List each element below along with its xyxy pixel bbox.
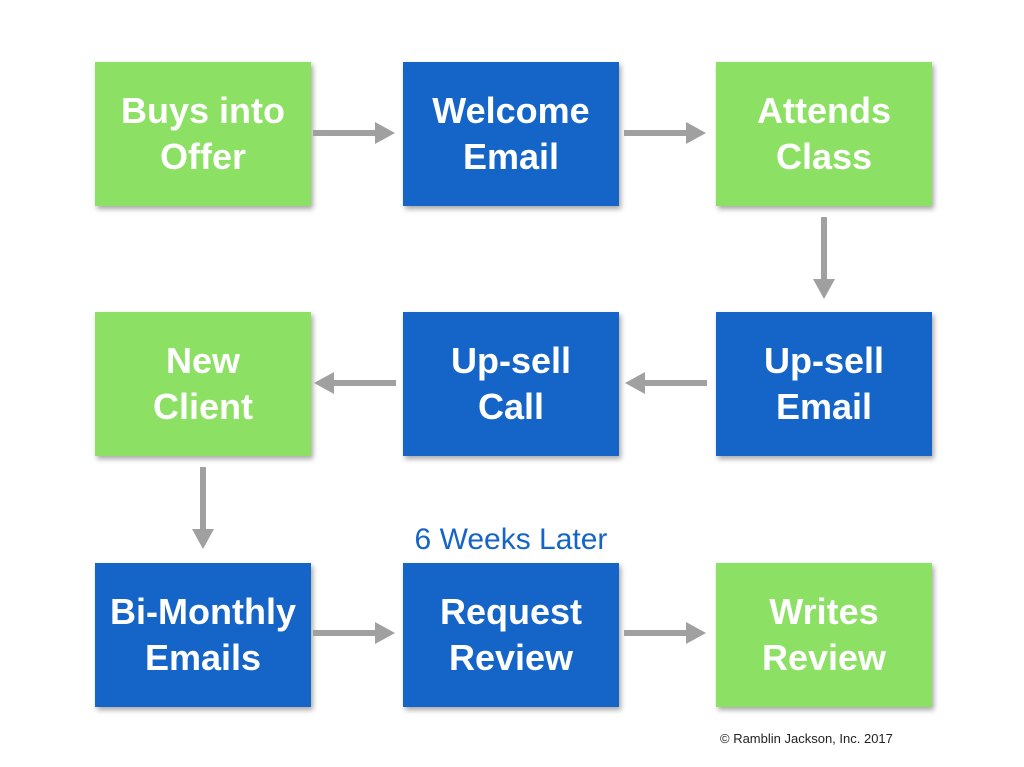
node-new-client: New Client: [95, 312, 311, 456]
node-buys-into-offer: Buys into Offer: [95, 62, 311, 206]
node-label: Writes Review: [761, 591, 887, 678]
node-label: New Client: [152, 340, 253, 427]
copyright-notice: © Ramblin Jackson, Inc. 2017: [720, 731, 893, 746]
node-label: Welcome Email: [432, 90, 590, 177]
node-upsell-email: Up-sell Email: [716, 312, 932, 456]
node-upsell-call: Up-sell Call: [403, 312, 619, 456]
delay-annotation: 6 Weeks Later: [414, 523, 608, 556]
arrow-right-icon: [313, 621, 395, 645]
node-attends-class: Attends Class: [716, 62, 932, 206]
arrow-right-icon: [313, 121, 395, 145]
arrow-right-icon: [624, 621, 706, 645]
arrow-left-icon: [625, 371, 707, 395]
node-request-review: Request Review: [403, 563, 619, 707]
node-label: Up-sell Call: [450, 340, 572, 427]
node-bimonthly-emails: Bi-Monthly Emails: [95, 563, 311, 707]
node-label: Request Review: [439, 591, 583, 678]
arrow-right-icon: [624, 121, 706, 145]
node-writes-review: Writes Review: [716, 563, 932, 707]
node-label: Buys into Offer: [120, 90, 285, 177]
node-label: Attends Class: [757, 90, 891, 177]
node-welcome-email: Welcome Email: [403, 62, 619, 206]
node-label: Up-sell Email: [763, 340, 885, 427]
arrow-left-icon: [314, 371, 396, 395]
arrow-down-icon: [191, 467, 215, 549]
node-label: Bi-Monthly Emails: [110, 591, 296, 678]
arrow-down-icon: [812, 217, 836, 299]
